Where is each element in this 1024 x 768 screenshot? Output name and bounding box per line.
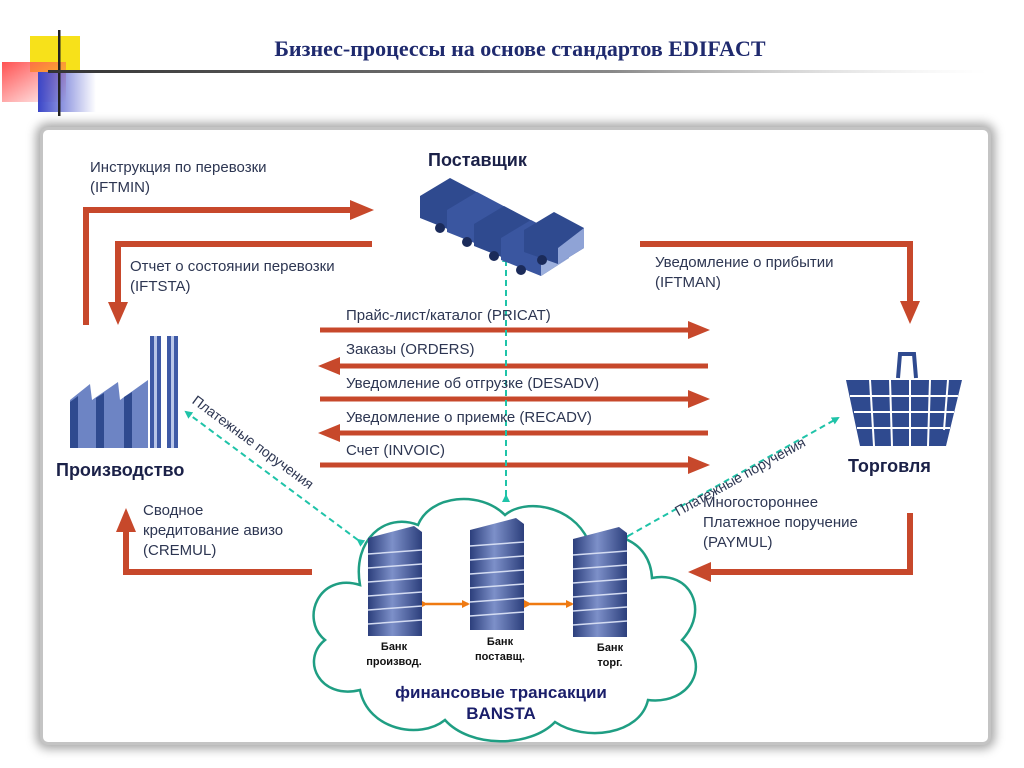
iftman-arrow <box>640 241 920 324</box>
paymul-arrow <box>688 513 913 582</box>
orders-arrow <box>318 357 708 375</box>
basket-icon <box>846 352 962 447</box>
production-payment-link <box>184 410 366 547</box>
desadv-label: Уведомление об отгрузке (DESADV) <box>346 375 600 392</box>
page-title: Бизнес-процессы на основе стандартов EDI… <box>274 36 766 61</box>
factory-icon <box>70 336 178 448</box>
iftmin-arrow <box>83 200 374 325</box>
iftman-label: Уведомление о прибытии(IFTMAN) <box>655 254 834 291</box>
trade-heading: Торговля <box>848 456 931 476</box>
production-heading: Производство <box>56 460 185 480</box>
truck-icon <box>420 178 584 276</box>
pricat-label: Прайс-лист/каталог (PRICAT) <box>346 307 551 324</box>
trade-payment-link <box>620 417 840 543</box>
cremul-arrow <box>116 508 312 575</box>
recadv-label: Уведомление о приемке (RECADV) <box>346 409 592 426</box>
invoic-label: Счет (INVOIC) <box>346 442 446 459</box>
supplier-heading: Поставщик <box>428 150 527 170</box>
orders-label: Заказы (ORDERS) <box>346 341 475 358</box>
bank-building-icon <box>367 518 628 637</box>
iftsta-label: Отчет о состоянии перевозки(IFTSTA) <box>130 258 335 295</box>
iftsta-arrow <box>108 241 372 325</box>
iftmin-label: Инструкция по перевозки(IFTMIN) <box>90 159 267 196</box>
